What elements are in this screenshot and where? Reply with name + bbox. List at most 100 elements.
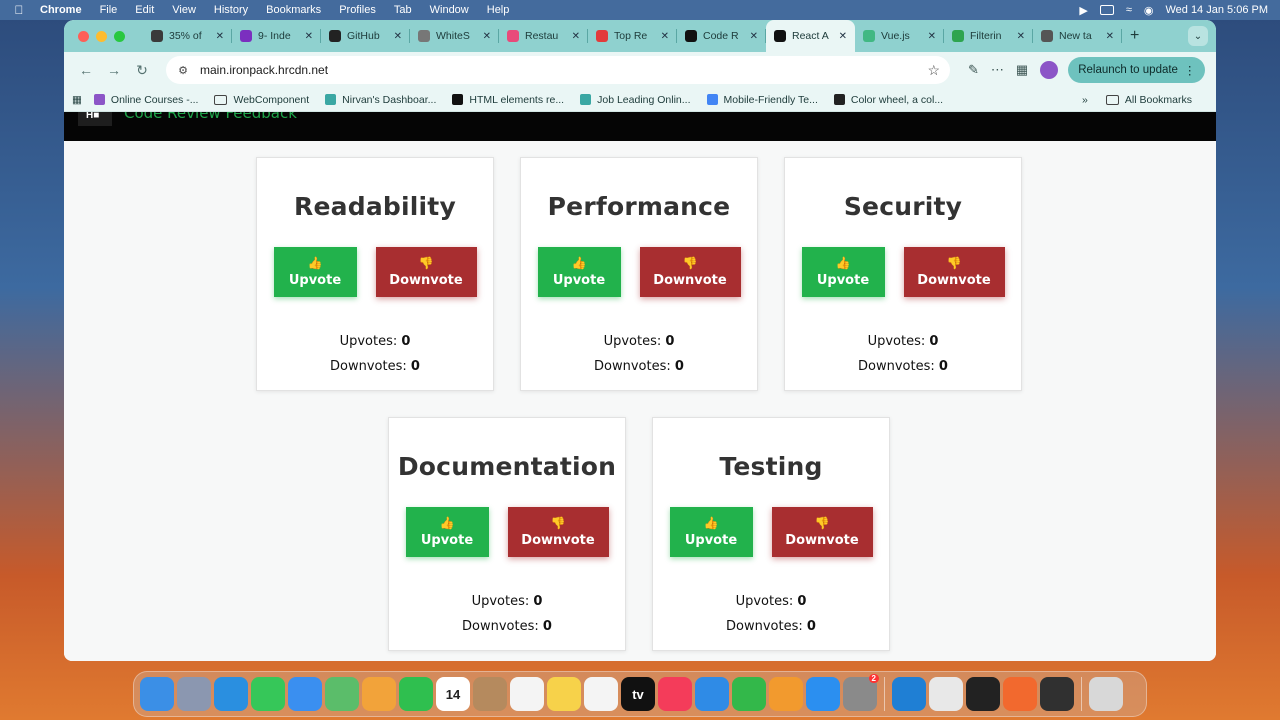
forward-icon[interactable]: →	[107, 62, 121, 78]
calendar-icon[interactable]: 14	[436, 677, 470, 711]
bookmark-item[interactable]: Color wheel, a col...	[833, 94, 943, 106]
safari-icon[interactable]	[214, 677, 248, 711]
tab-close-icon[interactable]: ✕	[393, 30, 402, 42]
control-center-icon[interactable]: ◉	[1143, 4, 1154, 17]
terminal-icon[interactable]	[966, 677, 1000, 711]
pen-icon[interactable]	[1003, 677, 1037, 711]
upvote-button[interactable]: 👍 Upvote	[801, 247, 885, 297]
reload-icon[interactable]: ↻	[136, 61, 148, 78]
apps-grid-icon[interactable]: ▦	[72, 93, 82, 106]
tab-close-icon[interactable]: ✕	[927, 30, 936, 42]
bookmark-star-icon[interactable]: ☆	[927, 61, 940, 78]
apple-menu-icon[interactable]: 	[12, 3, 26, 17]
menu-tab[interactable]: Tab	[393, 4, 412, 16]
browser-tab[interactable]: WhiteS✕	[410, 20, 499, 52]
tab-close-icon[interactable]: ✕	[1105, 30, 1114, 42]
keynote-icon[interactable]	[695, 677, 729, 711]
menu-help[interactable]: Help	[486, 4, 510, 16]
tv-icon[interactable]: tv	[621, 677, 655, 711]
notes-icon[interactable]	[547, 677, 581, 711]
tab-close-icon[interactable]: ✕	[1016, 30, 1025, 42]
mail-icon[interactable]	[288, 677, 322, 711]
tab-close-icon[interactable]: ✕	[215, 30, 224, 42]
browser-tab[interactable]: Code R✕	[677, 20, 766, 52]
bookmark-item[interactable]: Mobile-Friendly Te...	[706, 94, 818, 106]
address-url[interactable]: main.ironpack.hrcdn.net	[200, 63, 329, 77]
tab-close-icon[interactable]: ✕	[838, 30, 847, 42]
back-icon[interactable]: ←	[79, 62, 93, 78]
tab-search-icon[interactable]: ⌄	[1188, 26, 1208, 46]
bookmark-item[interactable]: Nirvan's Dashboar...	[325, 94, 436, 106]
vscode-icon[interactable]	[892, 677, 926, 711]
battery-icon[interactable]	[1099, 5, 1114, 15]
tab-close-icon[interactable]: ✕	[482, 30, 491, 42]
tab-close-icon[interactable]: ✕	[571, 30, 580, 42]
finder-icon[interactable]	[140, 677, 174, 711]
more-bookmarks-icon[interactable]: »	[1082, 93, 1088, 106]
browser-tab[interactable]: 9- Inde✕	[232, 20, 321, 52]
menu-view[interactable]: View	[172, 4, 196, 16]
downvote-button[interactable]: 👎 Downvote	[639, 247, 741, 297]
obs-icon[interactable]	[1040, 677, 1074, 711]
menu-history[interactable]: History	[213, 4, 249, 16]
browser-tab[interactable]: Restau✕	[499, 20, 588, 52]
browser-tab[interactable]: React A✕	[766, 20, 855, 52]
launchpad-icon[interactable]	[177, 677, 211, 711]
app-store-icon[interactable]	[806, 677, 840, 711]
browser-tab[interactable]: Vue.js✕	[855, 20, 944, 52]
all-bookmarks-button[interactable]: All Bookmarks	[1105, 94, 1192, 106]
clock[interactable]: Wed 14 Jan 5:06 PM	[1165, 4, 1268, 16]
tab-close-icon[interactable]: ✕	[660, 30, 669, 42]
menu-bookmarks[interactable]: Bookmarks	[266, 4, 322, 16]
bookmark-item[interactable]: WebComponent	[214, 94, 309, 106]
chrome-icon[interactable]	[929, 677, 963, 711]
browser-tab[interactable]: New ta✕	[1033, 20, 1122, 52]
close-window-button[interactable]	[78, 30, 89, 42]
minimize-window-button[interactable]	[96, 30, 107, 42]
freeform-icon[interactable]	[584, 677, 618, 711]
menu-app-name[interactable]: Chrome	[40, 4, 82, 16]
trash-icon[interactable]	[1089, 677, 1123, 711]
play-icon[interactable]: ▶	[1079, 4, 1088, 17]
browser-tab[interactable]: Filterin✕	[944, 20, 1033, 52]
menu-profiles[interactable]: Profiles	[339, 4, 376, 16]
puzzle-extensions-icon[interactable]: ▦	[1015, 62, 1029, 77]
wifi-icon[interactable]: ≈	[1125, 4, 1132, 16]
messages-icon[interactable]	[251, 677, 285, 711]
fullscreen-window-button[interactable]	[114, 30, 125, 42]
tab-close-icon[interactable]: ✕	[304, 30, 313, 42]
menu-file[interactable]: File	[99, 4, 118, 16]
relaunch-button[interactable]: Relaunch to update ⋮	[1068, 57, 1206, 83]
downvote-button[interactable]: 👎 Downvote	[507, 507, 609, 557]
pages-icon[interactable]	[769, 677, 803, 711]
bookmark-item[interactable]: Job Leading Onlin...	[580, 94, 691, 106]
upvote-button[interactable]: 👍 Upvote	[669, 507, 753, 557]
browser-tab[interactable]: Top Re✕	[588, 20, 677, 52]
menu-edit[interactable]: Edit	[135, 4, 155, 16]
upvote-button[interactable]: 👍 Upvote	[273, 247, 357, 297]
maps-icon[interactable]	[325, 677, 359, 711]
bookmark-item[interactable]: Online Courses -...	[93, 94, 198, 106]
pen-extension-icon[interactable]: ✎	[968, 62, 979, 77]
address-bar[interactable]: ⚙ main.ironpack.hrcdn.net ☆	[166, 56, 950, 84]
system-settings-icon[interactable]: 2	[843, 674, 879, 711]
site-info-icon[interactable]: ⚙	[178, 64, 188, 77]
downvote-button[interactable]: 👎 Downvote	[771, 507, 873, 557]
upvote-button[interactable]: 👍 Upvote	[537, 247, 621, 297]
tab-close-icon[interactable]: ✕	[749, 30, 758, 42]
music-icon[interactable]	[658, 677, 692, 711]
photos-icon[interactable]	[362, 677, 396, 711]
downvote-button[interactable]: 👎 Downvote	[375, 247, 477, 297]
dots-extension-icon[interactable]: ⋯	[990, 62, 1004, 77]
browser-tab[interactable]: GitHub✕	[321, 20, 410, 52]
browser-tab[interactable]: 35% of✕	[143, 20, 232, 52]
reminders-icon[interactable]	[510, 677, 544, 711]
upvote-button[interactable]: 👍 Upvote	[405, 507, 489, 557]
contacts-icon[interactable]	[473, 677, 507, 711]
facetime-icon[interactable]	[399, 677, 433, 711]
new-tab-icon[interactable]: +	[1130, 27, 1140, 44]
downvote-button[interactable]: 👎 Downvote	[903, 247, 1005, 297]
numbers-icon[interactable]	[732, 677, 766, 711]
bookmark-item[interactable]: HTML elements re...	[452, 94, 564, 106]
menu-window[interactable]: Window	[429, 4, 469, 16]
